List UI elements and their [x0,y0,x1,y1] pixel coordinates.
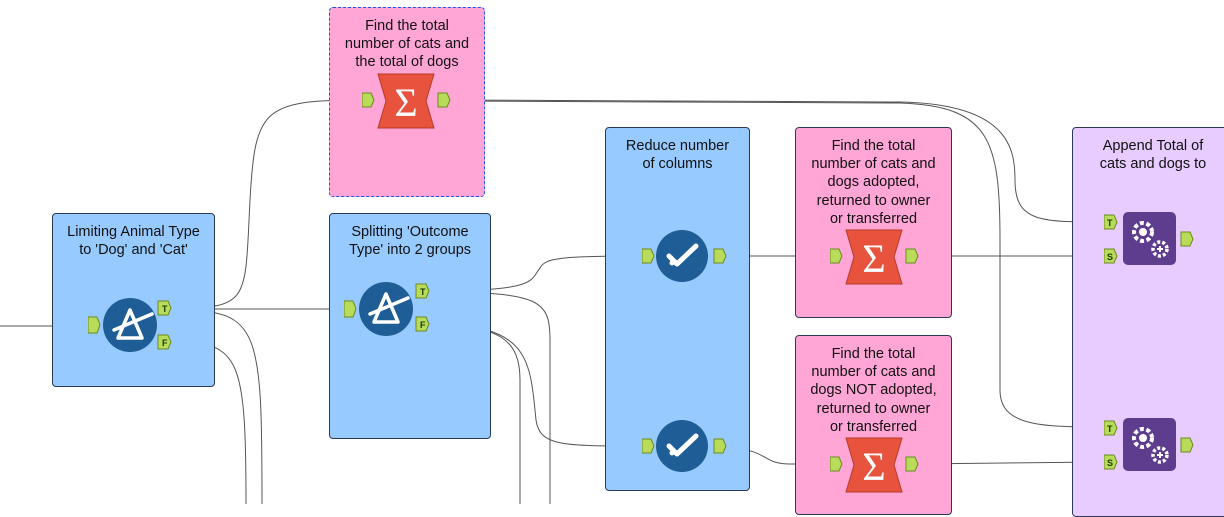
container-title: Limiting Animal Type to 'Dog' and 'Cat' [67,224,200,259]
true-anchor-label: T [162,304,168,314]
input-anchor [344,300,357,318]
output-anchor [713,248,727,264]
container-title: Find the total number of cats and dogs a… [811,138,936,227]
output-anchor [437,92,451,108]
append-fields-tool-top[interactable]: T S [1104,210,1196,268]
false-anchor-label: F [162,338,168,348]
target-anchor-label: T [1107,218,1113,228]
container-title: Reduce number of columns [625,138,730,173]
output-anchor [905,456,919,472]
container-total-adopted[interactable]: Find the total number of cats and dogs a… [795,127,952,318]
source-anchor-label: S [1107,458,1113,468]
filter-tool-animal-type[interactable]: T F [88,294,180,356]
wire-summarize1-to-append-top [449,99,1105,223]
summarize-tool-total-not-adopted[interactable]: Σ [830,436,922,494]
output-anchor [1180,231,1194,247]
source-anchor-label: S [1107,252,1113,262]
select-tool-reduce-columns-top[interactable] [642,229,728,285]
filter-tool-outcome-type[interactable]: T F [344,276,436,338]
container-title: Splitting 'Outcome Type' into 2 groups [348,224,472,259]
summarize-icon: Σ [845,229,903,285]
summarize-icon: Σ [377,73,435,129]
container-title: Find the total number of cats and the to… [344,18,470,71]
append-fields-tool-bottom[interactable]: T S [1104,416,1196,474]
container-split-outcome[interactable]: Splitting 'Outcome Type' into 2 groups [329,213,491,439]
svg-text:Σ: Σ [862,444,885,489]
container-title: Find the total number of cats and dogs N… [810,346,937,435]
true-anchor [157,300,172,316]
target-anchor [1104,420,1118,436]
input-anchor [830,248,843,264]
input-anchor [362,92,375,108]
true-anchor-label: T [420,287,426,297]
input-anchor [642,438,655,454]
container-title: Append Total of cats and dogs to [1099,138,1207,173]
svg-text:Σ: Σ [862,236,885,281]
source-anchor [1104,248,1118,264]
append-fields-icon [1123,418,1176,471]
input-anchor [642,248,655,264]
output-anchor [905,248,919,264]
target-anchor [1104,214,1118,230]
input-anchor [830,456,843,472]
output-anchor [1180,437,1194,453]
summarize-icon: Σ [845,437,903,493]
input-anchor [88,316,101,334]
target-anchor-label: T [1107,424,1113,434]
append-fields-icon [1123,212,1176,265]
svg-text:Σ: Σ [394,80,417,125]
false-anchor-label: F [420,320,426,330]
output-anchor [713,438,727,454]
false-anchor [157,334,172,350]
container-filter-animal-type[interactable]: Limiting Animal Type to 'Dog' and 'Cat' [52,213,215,387]
container-reduce-columns[interactable]: Reduce number of columns [605,127,750,491]
true-anchor [415,283,430,299]
summarize-tool-total-cats-dogs[interactable]: Σ [362,72,454,130]
false-anchor [415,316,430,332]
select-tool-reduce-columns-bottom[interactable] [642,418,728,474]
summarize-tool-total-adopted[interactable]: Σ [830,228,922,286]
wire-summarize1-to-append-bottom [449,100,1105,428]
source-anchor [1104,454,1118,470]
